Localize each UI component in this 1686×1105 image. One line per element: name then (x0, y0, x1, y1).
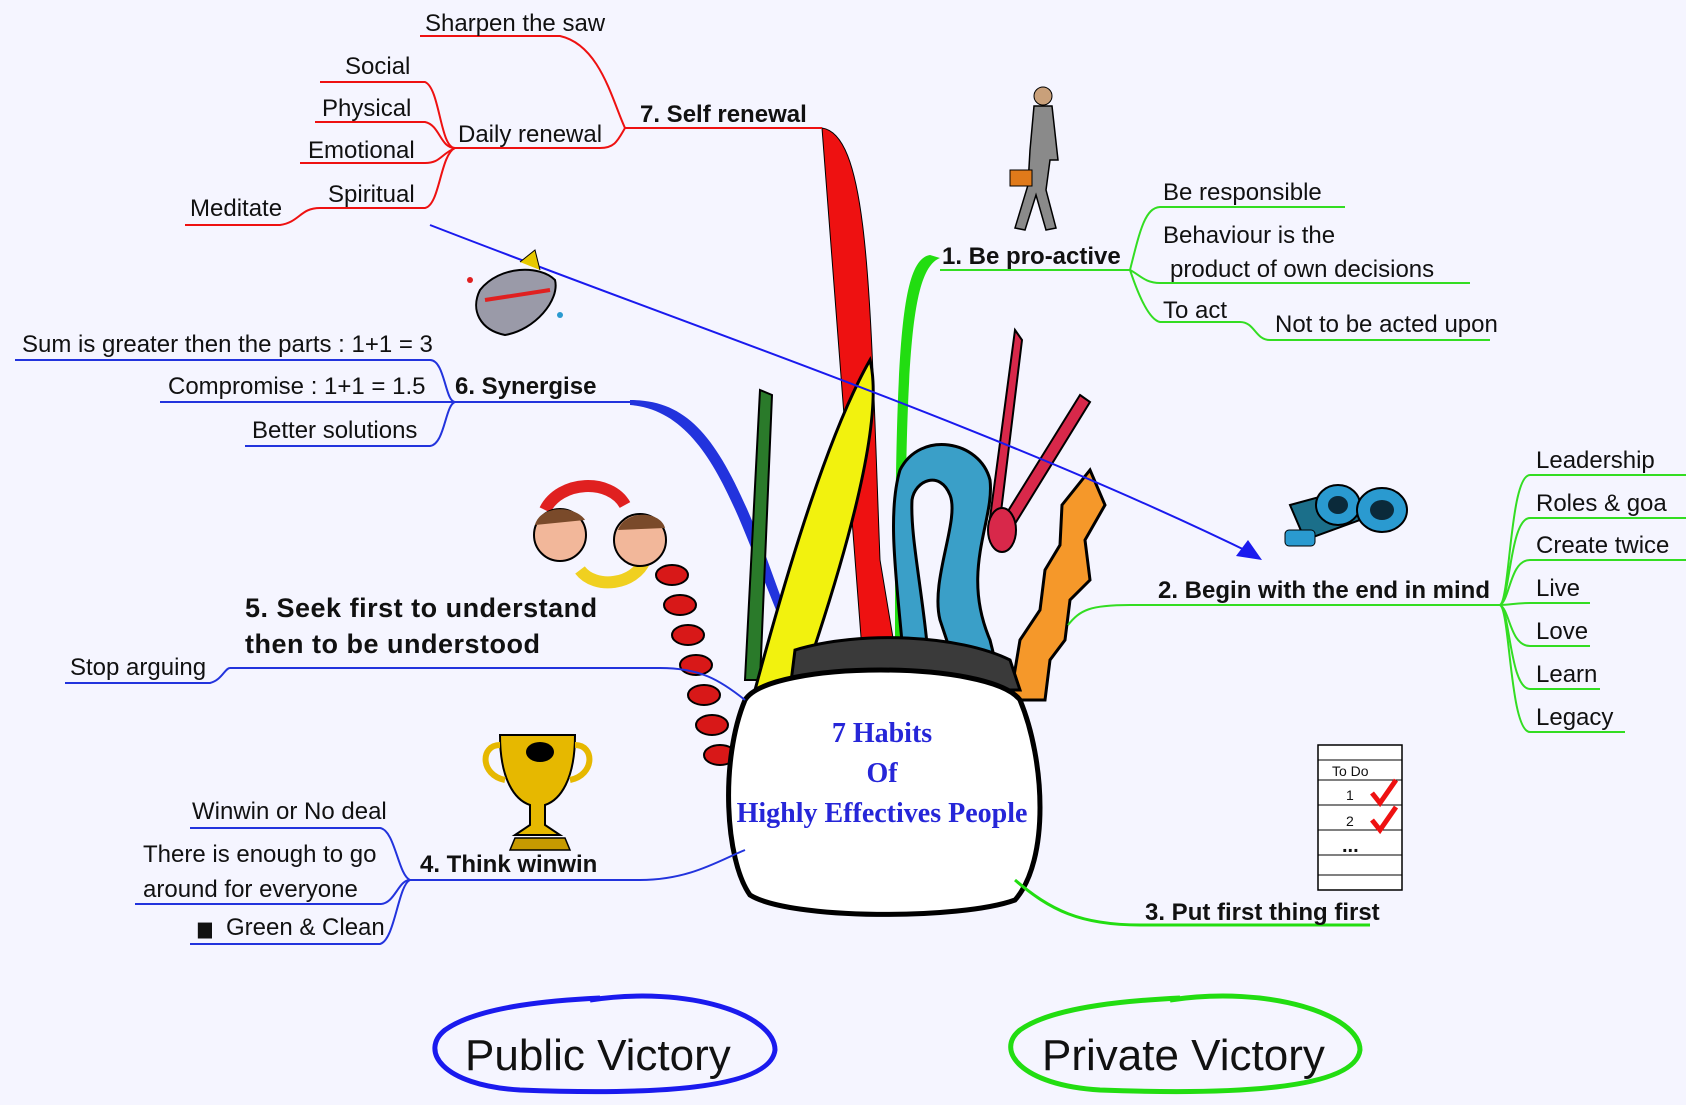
todo-item-more: ... (1342, 835, 1359, 857)
habit-6-branch (15, 359, 630, 447)
private-victory-label: Private Victory (1042, 1031, 1325, 1080)
habit-1-title[interactable]: 1. Be pro-active (942, 243, 1121, 270)
habit-2-leaf-leadership[interactable]: Leadership (1536, 447, 1655, 474)
center-title-line-2: Of (866, 758, 898, 789)
businessman-icon (1009, 86, 1059, 231)
arrowhead-icon (1236, 540, 1262, 560)
habit-7-title[interactable]: 7. Self renewal (640, 101, 807, 128)
habit-7-leaf-physical[interactable]: Physical (322, 95, 411, 122)
habit-1-leaf-product[interactable]: product of own decisions (1170, 256, 1434, 283)
rocket-icon (467, 249, 563, 337)
center-title-line-1: 7 Habits (832, 718, 932, 749)
habit-6-leaf-sum[interactable]: Sum is greater then the parts : 1+1 = 3 (22, 331, 433, 358)
habit-7-leaf-social[interactable]: Social (345, 53, 410, 80)
habit-1-leaf-to-act[interactable]: To act (1163, 297, 1227, 324)
trophy-icon (482, 734, 593, 851)
habit-3-title[interactable]: 3. Put first thing first (1145, 899, 1380, 926)
public-victory-label: Public Victory (465, 1031, 731, 1080)
habit-4-branch (135, 827, 746, 945)
habit-3-branch (1014, 878, 1370, 927)
conversation-icon (533, 480, 667, 589)
central-illustration (630, 127, 1107, 917)
habit-7-leaf-daily-renewal[interactable]: Daily renewal (458, 121, 602, 148)
habit-2-leaf-live[interactable]: Live (1536, 575, 1580, 602)
habit-7-leaf-emotional[interactable]: Emotional (308, 137, 415, 164)
check-icon (1370, 778, 1399, 808)
habit-2-leaf-legacy[interactable]: Legacy (1536, 704, 1613, 731)
habit-7-branch (185, 35, 822, 226)
habit-4-leaf-around[interactable]: around for everyone (143, 876, 358, 903)
private-victory-group (1008, 993, 1363, 1095)
habit-1-branch (940, 206, 1490, 341)
habit-7-leaf-spiritual[interactable]: Spiritual (328, 181, 415, 208)
habit-4-title[interactable]: 4. Think winwin (420, 851, 597, 878)
habit-4-leaf-winwin[interactable]: Winwin or No deal (192, 798, 387, 825)
habit-7-leaf-sharpen[interactable]: Sharpen the saw (425, 10, 606, 37)
habit-2-title[interactable]: 2. Begin with the end in mind (1158, 577, 1490, 604)
habit-2-branch (1067, 474, 1686, 733)
habit-2-leaf-roles[interactable]: Roles & goa (1536, 490, 1667, 517)
habit-2-leaf-love[interactable]: Love (1536, 618, 1588, 645)
habit-1-leaf-not-acted[interactable]: Not to be acted upon (1275, 311, 1498, 338)
habit-4-leaf-enough[interactable]: There is enough to go (143, 841, 377, 868)
habit-1-leaf-behaviour[interactable]: Behaviour is the (1163, 222, 1335, 249)
habit-5-leaf-stop-arguing[interactable]: Stop arguing (70, 654, 206, 681)
habit-6-leaf-compromise[interactable]: Compromise : 1+1 = 1.5 (168, 373, 425, 400)
habit-1-leaf-responsible[interactable]: Be responsible (1163, 179, 1322, 206)
document-icon: ▆ (197, 918, 213, 939)
habit-2-leaf-learn[interactable]: Learn (1536, 661, 1597, 688)
habit-6-title[interactable]: 6. Synergise (455, 373, 596, 400)
center-title-line-3: Highly Effectives People (737, 798, 1028, 829)
habit-5-title-line-1[interactable]: 5. Seek first to understand (245, 593, 598, 623)
todo-item-2: 2 (1346, 813, 1354, 829)
todo-header: To Do (1332, 763, 1369, 779)
habit-4-leaf-green-clean[interactable]: Green & Clean (226, 914, 385, 941)
habit-2-leaf-create[interactable]: Create twice (1536, 532, 1669, 559)
habit-5-branch (65, 667, 746, 701)
public-victory-group (432, 993, 778, 1095)
check-icon (1370, 805, 1399, 835)
todo-item-1: 1 (1346, 787, 1354, 803)
habit-7-leaf-meditate[interactable]: Meditate (190, 195, 282, 222)
habit-5-title-line-2[interactable]: then to be understood (245, 629, 540, 659)
binoculars-icon (1284, 484, 1408, 547)
connector-arrow (429, 224, 1256, 556)
todo-list-icon: To Do 1 2 ... (1317, 744, 1403, 891)
habit-6-leaf-better[interactable]: Better solutions (252, 417, 417, 444)
